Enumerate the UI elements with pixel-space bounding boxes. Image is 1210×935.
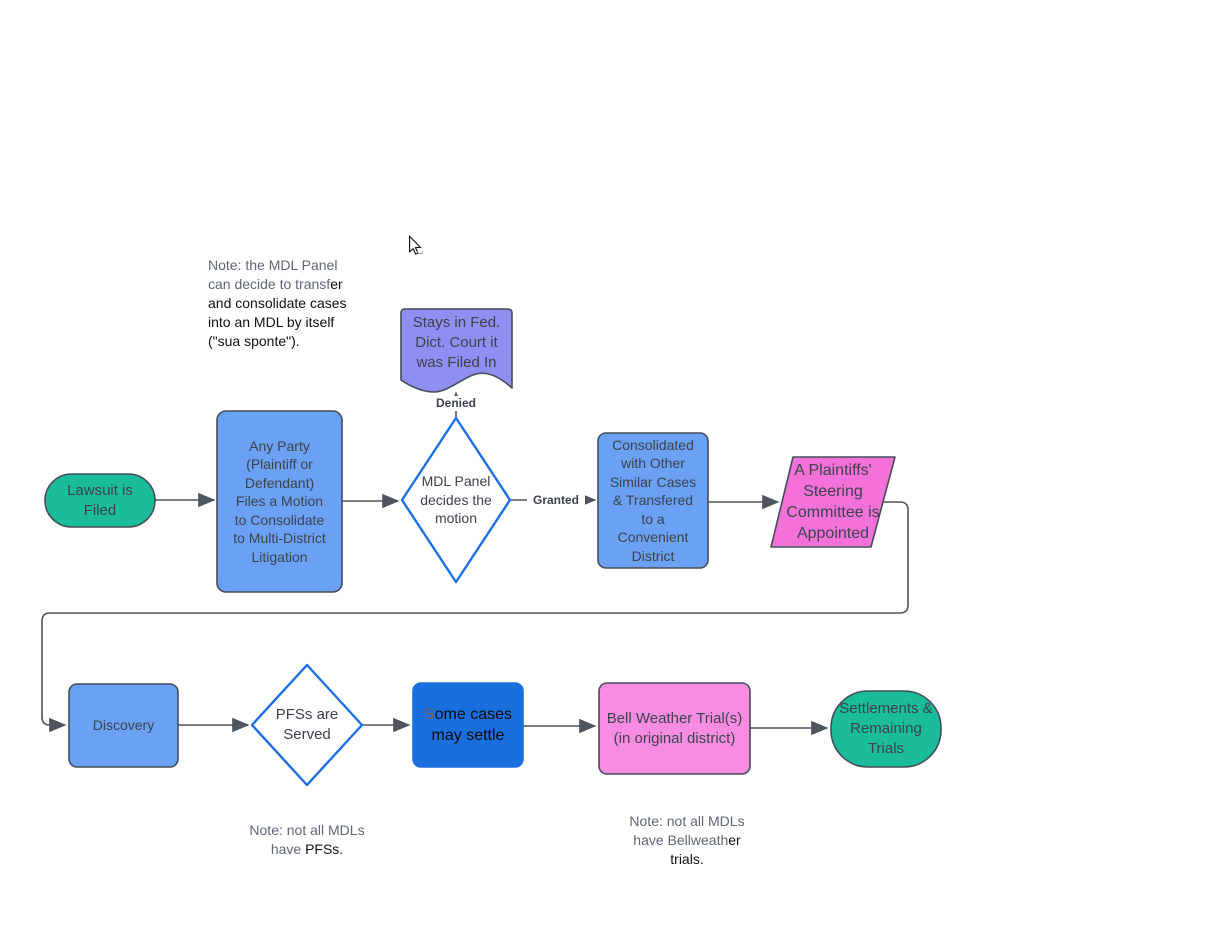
note-pfs[interactable]: Note: not all MDLs have PFSs. — [237, 821, 377, 859]
node-lawsuit-filed[interactable] — [44, 473, 156, 528]
node-steering-committee-label: A Plaintiffs' Steering Committee is Appo… — [786, 462, 880, 542]
edges — [41, 391, 909, 736]
node-some-cases-settle-label: Some cases may settle — [413, 683, 523, 767]
node-stays-fed-court[interactable] — [400, 308, 513, 393]
node-consolidated-transfer-label: Consolidated with Other Similar Cases & … — [609, 436, 697, 564]
node-lawsuit-filed-label: Lawsuit is Filed — [67, 481, 133, 519]
edge-label-granted[interactable]: Granted — [527, 493, 585, 508]
node-bellweather-trials[interactable] — [598, 682, 751, 775]
node-settlements-remaining[interactable] — [830, 690, 942, 768]
note-pfs-gray: Note: not all MDLs have — [249, 822, 365, 857]
node-bellweather-trials-label: Bell Weather Trial(s) (in original distr… — [606, 709, 743, 747]
note-sua-sponte-gray: Note: the MDL Panel can decide to transf — [208, 257, 338, 292]
note-sua-sponte[interactable]: Note: the MDL Panel can decide to transf… — [208, 256, 378, 351]
node-discovery[interactable] — [68, 683, 179, 768]
node-settlements-remaining-label: Settlements & Remaining Trials — [839, 700, 933, 757]
node-pfs-served-label: PFSs are Served — [275, 706, 339, 743]
settle-label-first-letter: S — [423, 706, 435, 723]
node-pfs-served[interactable] — [250, 663, 364, 787]
node-mdl-panel-decision-label: MDL Panel decides the motion — [420, 473, 492, 527]
settle-label-rest: ome cases may settle — [431, 706, 513, 744]
note-pfs-black: PFSs. — [305, 841, 344, 857]
node-motion-consolidate-label: Any Party (Plaintiff or Defendant) Files… — [233, 437, 326, 565]
note-sua-sponte-black: er and consolidate cases into an MDL by … — [208, 276, 347, 349]
note-bellweather-black: er trials. — [670, 832, 741, 867]
node-steering-committee[interactable] — [770, 456, 896, 548]
node-mdl-panel-decision[interactable] — [400, 416, 512, 584]
node-discovery-label: Discovery — [92, 717, 155, 734]
edge-label-denied[interactable]: Denied — [428, 396, 484, 411]
node-consolidated-transfer[interactable] — [597, 432, 709, 569]
edge-steering-to-discovery[interactable] — [41, 501, 909, 733]
node-some-cases-settle[interactable] — [412, 682, 524, 768]
note-bellweather[interactable]: Note: not all MDLs have Bellweather tria… — [612, 812, 762, 869]
node-stays-fed-court-label: Stays in Fed. Dict. Court it was Filed I… — [412, 314, 501, 371]
node-motion-consolidate[interactable] — [216, 410, 343, 593]
mouse-cursor-icon — [409, 234, 424, 255]
nodes — [44, 308, 942, 787]
note-bellweather-gray: Note: not all MDLs have Bellweath — [629, 813, 745, 848]
